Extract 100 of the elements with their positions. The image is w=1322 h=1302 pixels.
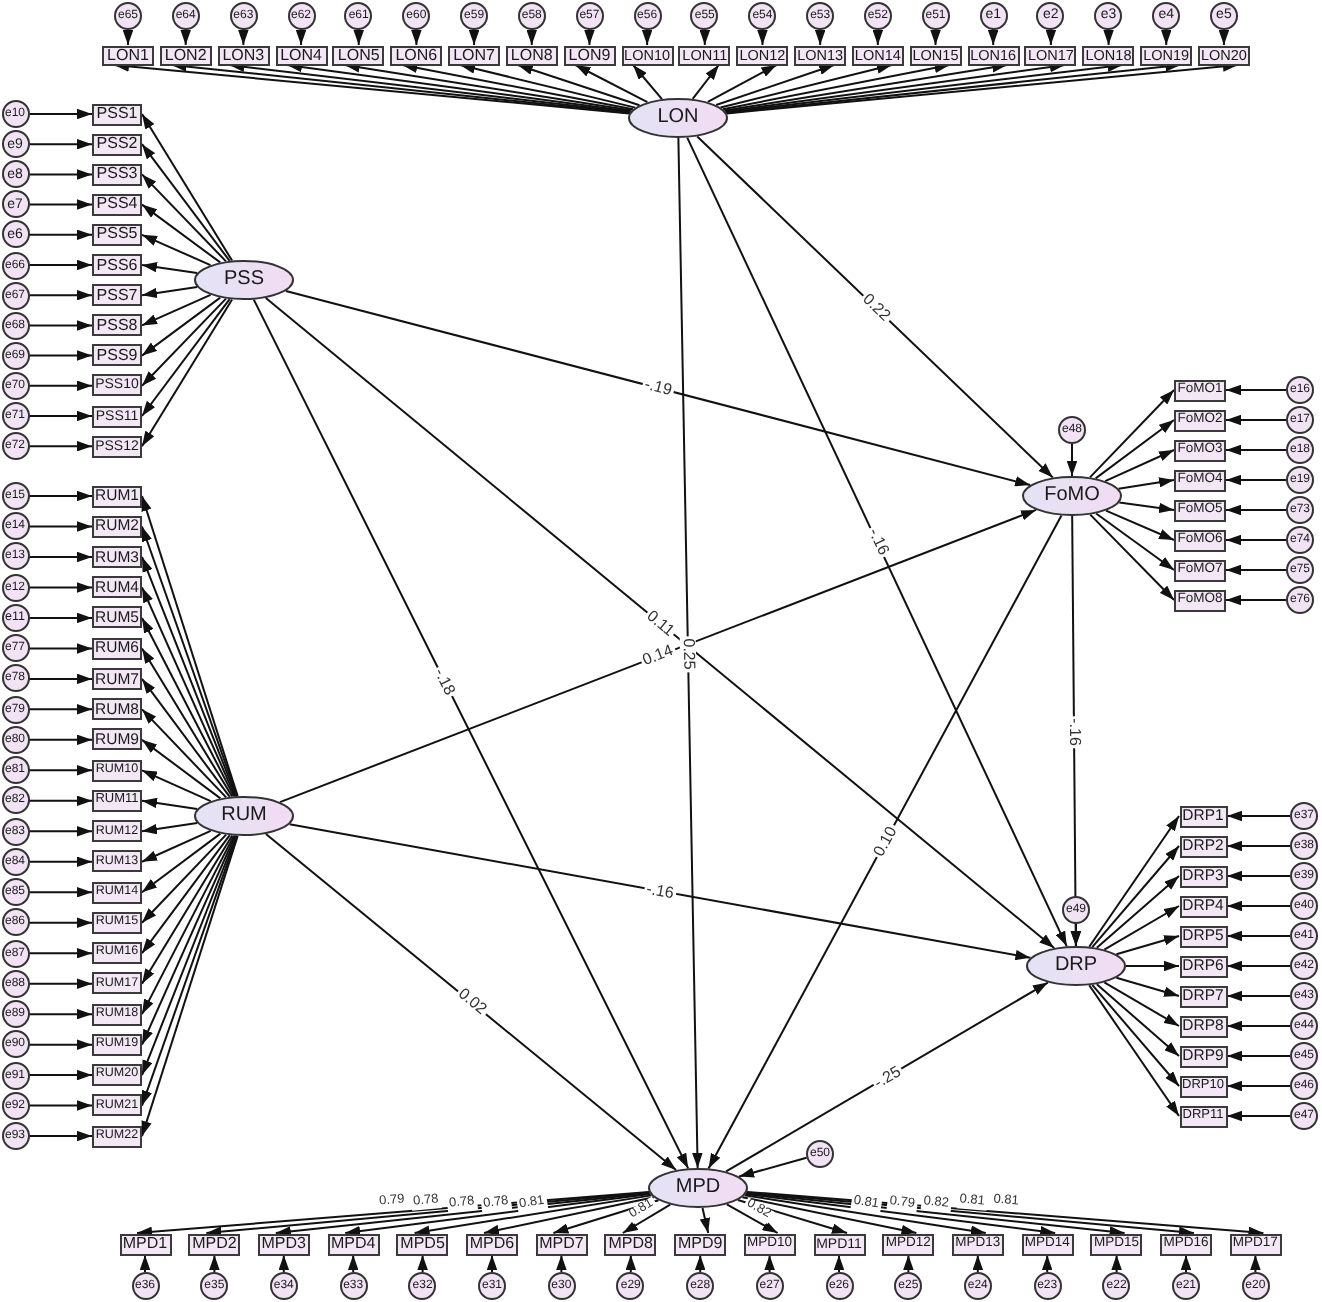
arrow bbox=[1226, 810, 1291, 822]
arrow bbox=[721, 62, 951, 111]
arrow bbox=[180, 28, 191, 46]
arrow bbox=[1226, 840, 1291, 852]
arrow bbox=[1088, 815, 1180, 948]
arrow bbox=[141, 233, 212, 267]
arrow bbox=[28, 826, 93, 837]
arrow bbox=[584, 28, 595, 46]
arrow bbox=[1066, 443, 1078, 477]
arrow bbox=[136, 1190, 650, 1238]
arrow bbox=[347, 1254, 359, 1273]
edge-label: 0.10 bbox=[869, 822, 901, 862]
arrow bbox=[141, 834, 234, 985]
arrow bbox=[141, 296, 222, 357]
arrow bbox=[930, 28, 941, 46]
arrow bbox=[1095, 875, 1180, 949]
arrow bbox=[28, 521, 93, 532]
indicator-box: PSS8 bbox=[92, 314, 142, 337]
arrow bbox=[205, 1191, 651, 1237]
edge-label: 0.25 bbox=[679, 635, 697, 671]
arrow bbox=[252, 298, 690, 1170]
arrow bbox=[625, 1254, 637, 1273]
arrow bbox=[1225, 414, 1287, 426]
arrow bbox=[972, 1254, 984, 1273]
arrow bbox=[238, 28, 249, 46]
arrow bbox=[1115, 976, 1180, 997]
edge-label: -.18 bbox=[430, 664, 460, 700]
arrow bbox=[141, 822, 199, 835]
indicator-box: MPD3 bbox=[257, 1233, 310, 1255]
arrow bbox=[141, 297, 227, 387]
arrow bbox=[1115, 935, 1180, 956]
indicator-box: LON9 bbox=[563, 45, 616, 65]
arrow bbox=[28, 108, 93, 120]
arrow bbox=[288, 823, 1032, 961]
arrow bbox=[516, 64, 641, 107]
arrow bbox=[486, 1254, 498, 1273]
arrow bbox=[1225, 384, 1287, 396]
arrow bbox=[1095, 983, 1180, 1057]
arrow bbox=[1089, 513, 1175, 601]
arrow bbox=[1125, 960, 1180, 972]
arrow bbox=[1225, 534, 1287, 546]
arrow bbox=[28, 795, 93, 807]
arrow bbox=[641, 28, 653, 46]
arrow bbox=[1103, 28, 1114, 46]
arrow bbox=[28, 704, 93, 715]
arrow bbox=[1180, 1254, 1192, 1273]
arrow bbox=[1225, 504, 1287, 516]
arrow bbox=[677, 137, 703, 1169]
arrow bbox=[141, 113, 234, 262]
arrow bbox=[1225, 444, 1287, 456]
arrow bbox=[141, 143, 231, 262]
arrow bbox=[141, 829, 212, 863]
arrow bbox=[28, 350, 93, 361]
arrow bbox=[1118, 501, 1175, 514]
arrow bbox=[122, 28, 134, 46]
indicator-box: MPD7 bbox=[535, 1233, 588, 1255]
arrow bbox=[1226, 930, 1291, 942]
arrow bbox=[401, 62, 634, 111]
arrow bbox=[459, 63, 637, 109]
arrow bbox=[1104, 449, 1175, 483]
arrow bbox=[28, 582, 93, 593]
arrow bbox=[286, 61, 632, 113]
edge-label: -.16 bbox=[1065, 715, 1083, 747]
arrow bbox=[744, 1193, 1057, 1237]
edge-label: 0.02 bbox=[452, 984, 490, 1020]
latent-variable-ellipse: RUM bbox=[194, 796, 294, 836]
arrow bbox=[141, 832, 222, 894]
arrow bbox=[746, 1190, 1265, 1238]
arrow bbox=[1091, 845, 1180, 949]
arrow bbox=[724, 61, 1066, 113]
arrow bbox=[1088, 984, 1180, 1117]
arrow bbox=[1226, 1110, 1291, 1122]
arrow bbox=[1103, 981, 1180, 1027]
arrow bbox=[344, 1193, 652, 1237]
arrow bbox=[483, 1196, 655, 1236]
arrow bbox=[28, 1100, 93, 1111]
arrow bbox=[1041, 1254, 1053, 1273]
arrow bbox=[413, 1194, 653, 1236]
arrow bbox=[278, 1254, 290, 1273]
arrow bbox=[28, 440, 93, 452]
arrow bbox=[28, 229, 93, 241]
arrow bbox=[141, 286, 199, 299]
arrow bbox=[28, 1069, 93, 1081]
arrow bbox=[1226, 1050, 1291, 1062]
arrow bbox=[1225, 564, 1287, 576]
arrow bbox=[28, 138, 93, 150]
arrow bbox=[1226, 900, 1291, 912]
arrow bbox=[621, 1203, 672, 1234]
arrow bbox=[295, 28, 307, 46]
arrow bbox=[28, 1008, 93, 1020]
arrow bbox=[353, 28, 364, 46]
arrow bbox=[1226, 960, 1291, 972]
arrow bbox=[552, 1199, 660, 1234]
arrow bbox=[903, 1254, 914, 1273]
arrow bbox=[1088, 389, 1175, 479]
arrow bbox=[1103, 905, 1180, 951]
arrow bbox=[719, 63, 893, 109]
arrow bbox=[28, 410, 93, 422]
edge-label: 0.22 bbox=[856, 289, 894, 325]
edge-label: 0.11 bbox=[641, 606, 679, 640]
